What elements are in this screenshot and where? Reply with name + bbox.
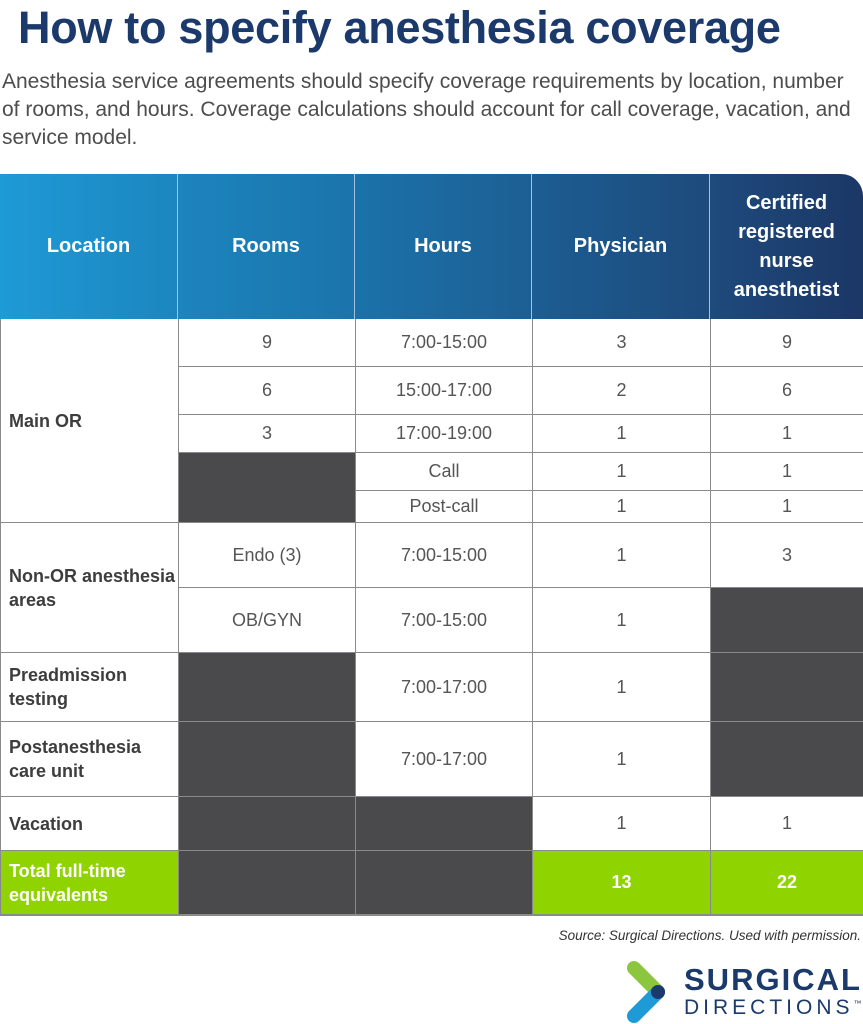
header-crna-label: Certified registered nurse anesthetist — [733, 191, 840, 301]
logo-directions-label: DIRECTIONS — [684, 996, 854, 1019]
physician-cell: 1 — [533, 453, 711, 491]
logo-text-directions: DIRECTIONS™ — [684, 996, 862, 1020]
page-title: How to specify anesthesia coverage — [18, 2, 781, 53]
hours-cell: 17:00-19:00 — [356, 415, 533, 453]
blocked-cell — [356, 797, 533, 851]
logo-text-surgical: SURGICAL — [684, 962, 862, 997]
blocked-cell — [179, 653, 356, 722]
physician-cell: 1 — [533, 523, 711, 588]
chevron-logo-icon — [627, 961, 665, 1023]
rooms-cell: OB/GYN — [179, 588, 356, 653]
physician-cell: 1 — [533, 588, 711, 653]
hours-cell: 15:00-17:00 — [356, 367, 533, 415]
physician-cell: 1 — [533, 491, 711, 523]
blocked-cell — [711, 722, 863, 797]
crna-cell: 1 — [711, 415, 863, 453]
surgical-directions-logo: SURGICAL DIRECTIONS™ — [626, 960, 863, 1024]
crna-cell: 1 — [711, 797, 863, 851]
blocked-cell — [711, 588, 863, 653]
rooms-cell: 9 — [179, 319, 356, 367]
total-crna: 22 — [711, 851, 863, 915]
location-pacu: Postanesthesia care unit — [1, 722, 179, 797]
header-location: Location — [0, 174, 178, 319]
coverage-table-body: Main OR 9 7:00-15:00 3 9 6 15:00-17:00 2… — [0, 319, 863, 916]
header-physician: Physician — [532, 174, 710, 319]
physician-cell: 2 — [533, 367, 711, 415]
table-header-row: Location Rooms Hours Physician Certified… — [0, 174, 863, 319]
hours-cell: 7:00-15:00 — [356, 319, 533, 367]
hours-cell: 7:00-15:00 — [356, 588, 533, 653]
hours-cell: 7:00-15:00 — [356, 523, 533, 588]
location-non-or: Non-OR anesthesia areas — [1, 523, 179, 653]
physician-cell: 1 — [533, 722, 711, 797]
trademark-symbol: ™ — [853, 999, 862, 1008]
blocked-cell — [179, 722, 356, 797]
total-physician: 13 — [533, 851, 711, 915]
physician-cell: 1 — [533, 653, 711, 722]
source-credit: Source: Surgical Directions. Used with p… — [558, 928, 861, 943]
total-label: Total full-time equivalents — [1, 851, 179, 915]
blocked-cell — [179, 453, 356, 523]
intro-paragraph: Anesthesia service agreements should spe… — [2, 70, 851, 149]
location-vacation: Vacation — [1, 797, 179, 851]
physician-cell: 3 — [533, 319, 711, 367]
rooms-cell: 3 — [179, 415, 356, 453]
header-rooms: Rooms — [178, 174, 355, 319]
crna-cell: 1 — [711, 491, 863, 523]
location-preadmission: Preadmission testing — [1, 653, 179, 722]
crna-cell: 1 — [711, 453, 863, 491]
blocked-cell — [179, 851, 356, 915]
physician-cell: 1 — [533, 797, 711, 851]
physician-cell: 1 — [533, 415, 711, 453]
header-hours: Hours — [355, 174, 532, 319]
crna-cell: 9 — [711, 319, 863, 367]
hours-cell: 7:00-17:00 — [356, 722, 533, 797]
blocked-cell — [356, 851, 533, 915]
crna-cell: 3 — [711, 523, 863, 588]
hours-cell: Post-call — [356, 491, 533, 523]
rooms-cell: 6 — [179, 367, 356, 415]
header-crna: Certified registered nurse anesthetist — [710, 174, 863, 319]
crna-cell: 6 — [711, 367, 863, 415]
hours-cell: Call — [356, 453, 533, 491]
hours-cell: 7:00-17:00 — [356, 653, 533, 722]
blocked-cell — [179, 797, 356, 851]
blocked-cell — [711, 653, 863, 722]
rooms-cell: Endo (3) — [179, 523, 356, 588]
location-main-or: Main OR — [1, 319, 179, 523]
